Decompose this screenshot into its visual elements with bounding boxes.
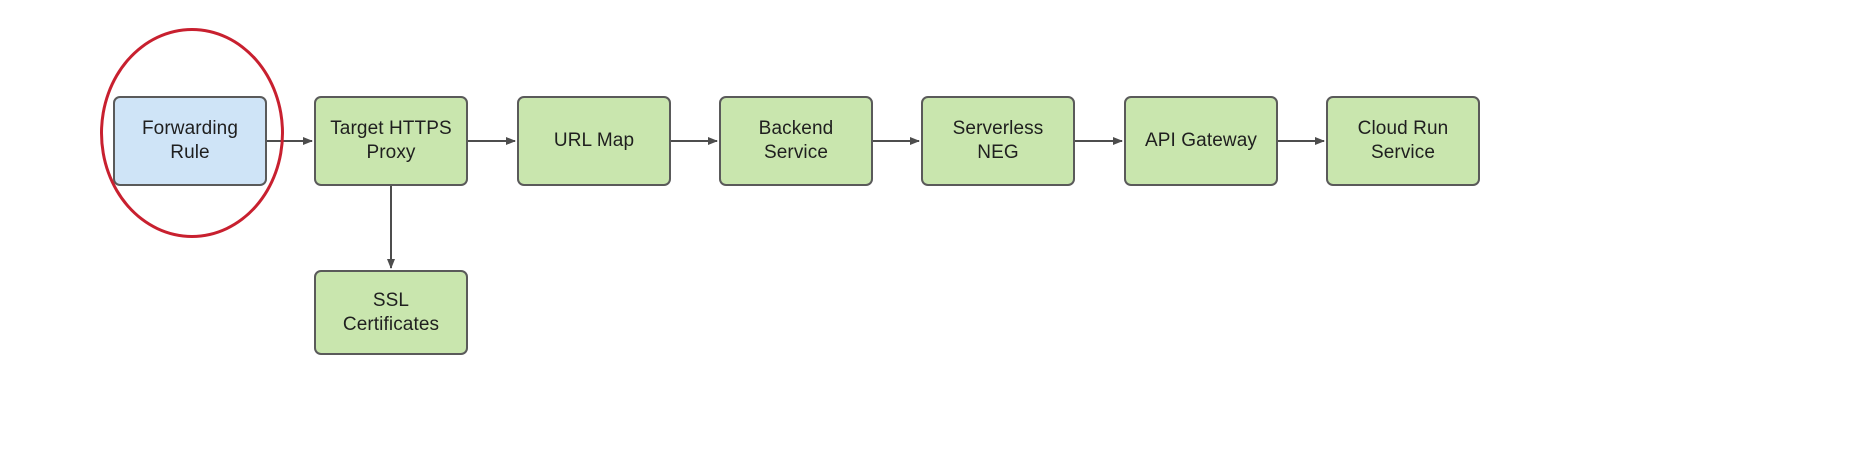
node-label: Forwarding Rule <box>141 118 239 163</box>
node-url-map[interactable]: URL Map <box>517 96 671 186</box>
node-serverless-neg[interactable]: Serverless NEG <box>921 96 1075 186</box>
node-ssl-certificates[interactable]: SSL Certificates <box>314 270 468 355</box>
node-forwarding-rule[interactable]: Forwarding Rule <box>113 96 267 186</box>
node-api-gateway[interactable]: API Gateway <box>1124 96 1278 186</box>
node-label: Backend Service <box>758 118 834 163</box>
node-label: API Gateway <box>1145 130 1257 151</box>
node-backend-service[interactable]: Backend Service <box>719 96 873 186</box>
node-cloud-run-service[interactable]: Cloud Run Service <box>1326 96 1480 186</box>
node-label: Cloud Run Service <box>1357 118 1449 163</box>
node-label: Target HTTPS Proxy <box>330 118 452 163</box>
node-target-https-proxy[interactable]: Target HTTPS Proxy <box>314 96 468 186</box>
node-label: SSL Certificates <box>342 289 440 335</box>
node-label: URL Map <box>553 130 635 151</box>
node-label: Serverless NEG <box>952 118 1044 163</box>
